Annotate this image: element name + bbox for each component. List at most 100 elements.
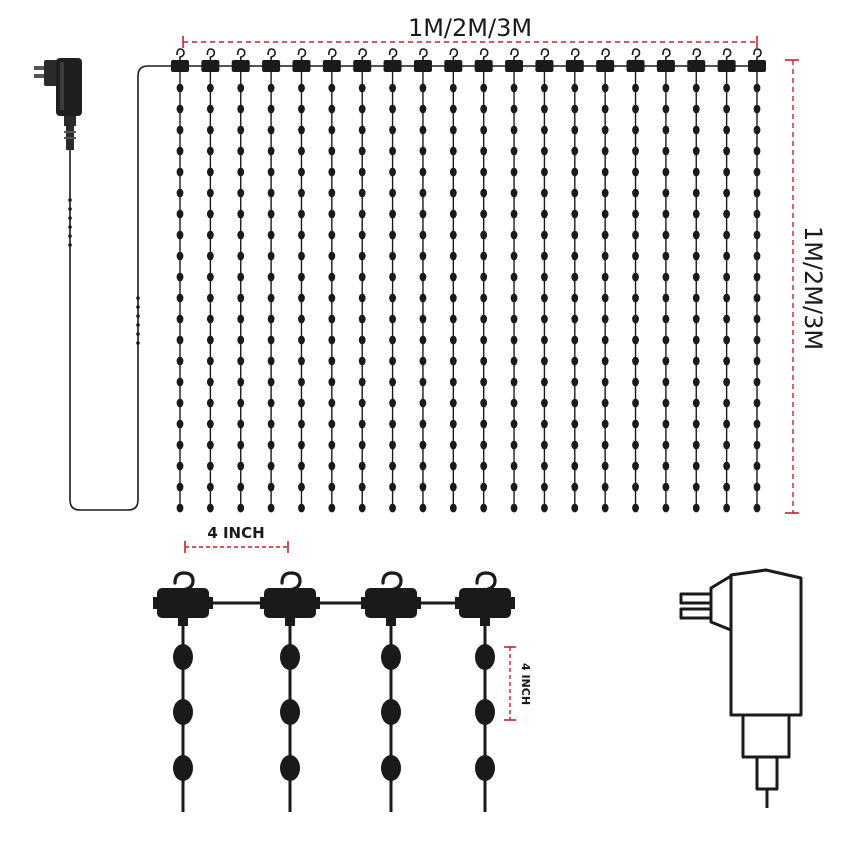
bead-icon — [419, 146, 427, 156]
bead-icon — [206, 167, 214, 177]
bead-icon — [206, 125, 214, 135]
bead-spacing-dimension: 4 INCH — [504, 646, 532, 721]
bead-icon — [692, 440, 700, 450]
bead-icon — [449, 104, 457, 114]
bead-icon — [358, 125, 366, 135]
bead-icon — [571, 104, 579, 114]
bead-icon — [449, 251, 457, 261]
curtain-strand — [292, 48, 311, 513]
bead-icon — [298, 482, 305, 492]
bead-icon — [206, 146, 214, 156]
bead-icon — [328, 209, 336, 219]
bead-icon — [480, 251, 488, 261]
connector-block — [505, 60, 524, 72]
bead-icon — [328, 251, 336, 261]
bead-icon — [510, 461, 518, 471]
curtain-strand — [353, 48, 372, 513]
bead-icon — [662, 272, 670, 282]
bead-icon — [267, 461, 275, 471]
bead-icon — [206, 314, 214, 324]
bead-icon — [267, 104, 275, 114]
bead-icon — [389, 125, 396, 135]
bead-icon — [176, 398, 184, 408]
bead-icon — [723, 83, 731, 93]
bead-icon — [173, 699, 193, 725]
bead-icon — [237, 335, 245, 345]
bead-icon — [662, 230, 670, 240]
bead-icon — [419, 83, 427, 93]
bead-icon — [419, 335, 427, 345]
bead-icon — [298, 314, 305, 324]
bead-icon — [541, 503, 548, 513]
bead-icon — [298, 209, 305, 219]
bead-icon — [723, 482, 731, 492]
bead-icon — [480, 167, 488, 177]
connector-block — [353, 60, 372, 72]
bead-icon — [358, 230, 366, 240]
bead-icon — [480, 440, 488, 450]
bead-icon — [723, 230, 731, 240]
bead-icon — [176, 209, 184, 219]
bead-icon — [419, 398, 427, 408]
bead-icon — [328, 398, 336, 408]
bead-icon — [176, 461, 184, 471]
hook-icon — [173, 571, 195, 596]
curtain-strand — [201, 48, 220, 513]
bead-icon — [176, 503, 184, 513]
bead-icon — [632, 482, 639, 492]
bead-icon — [298, 272, 305, 282]
bead-icon — [419, 461, 427, 471]
bead-icon — [237, 503, 245, 513]
bead-icon — [541, 146, 548, 156]
bead-spacing-label: 4 INCH — [519, 663, 532, 705]
bead-icon — [267, 377, 275, 387]
connector-block — [365, 588, 417, 618]
bead-icon — [541, 356, 548, 366]
bead-icon — [358, 482, 366, 492]
connector-block — [596, 60, 615, 72]
hook-icon — [388, 48, 398, 60]
bead-icon — [449, 377, 457, 387]
bead-icon — [723, 293, 731, 303]
bead-icon — [237, 314, 245, 324]
bead-icon — [723, 188, 731, 198]
bead-icon — [480, 314, 488, 324]
bead-icon — [601, 314, 609, 324]
bead-icon — [267, 188, 275, 198]
bead-icon — [601, 377, 609, 387]
bead-icon — [298, 377, 305, 387]
bead-icon — [541, 440, 548, 450]
connector-block — [626, 60, 645, 72]
bead-icon — [358, 440, 366, 450]
bead-icon — [753, 482, 761, 492]
bead-icon — [449, 230, 457, 240]
bead-icon — [601, 104, 609, 114]
bead-icon — [510, 104, 518, 114]
bead-icon — [692, 398, 700, 408]
bead-icon — [206, 419, 214, 429]
bead-icon — [328, 482, 336, 492]
bead-icon — [389, 251, 396, 261]
hook-icon — [381, 571, 403, 596]
bead-icon — [475, 644, 495, 670]
bead-icon — [237, 125, 245, 135]
bead-icon — [419, 209, 427, 219]
bead-icon — [541, 314, 548, 324]
bead-icon — [267, 167, 275, 177]
bead-icon — [601, 146, 609, 156]
bead-icon — [692, 251, 700, 261]
bead-icon — [632, 251, 639, 261]
bead-icon — [571, 398, 579, 408]
bead-icon — [237, 104, 245, 114]
bead-icon — [267, 440, 275, 450]
bead-icon — [358, 104, 366, 114]
bead-icon — [298, 293, 305, 303]
width-dimension: 1M/2M/3M — [182, 14, 758, 48]
bead-icon — [449, 482, 457, 492]
bead-icon — [237, 167, 245, 177]
bead-icon — [206, 209, 214, 219]
bead-icon — [419, 440, 427, 450]
bead-icon — [510, 251, 518, 261]
bead-icon — [328, 125, 336, 135]
bead-icon — [298, 188, 305, 198]
